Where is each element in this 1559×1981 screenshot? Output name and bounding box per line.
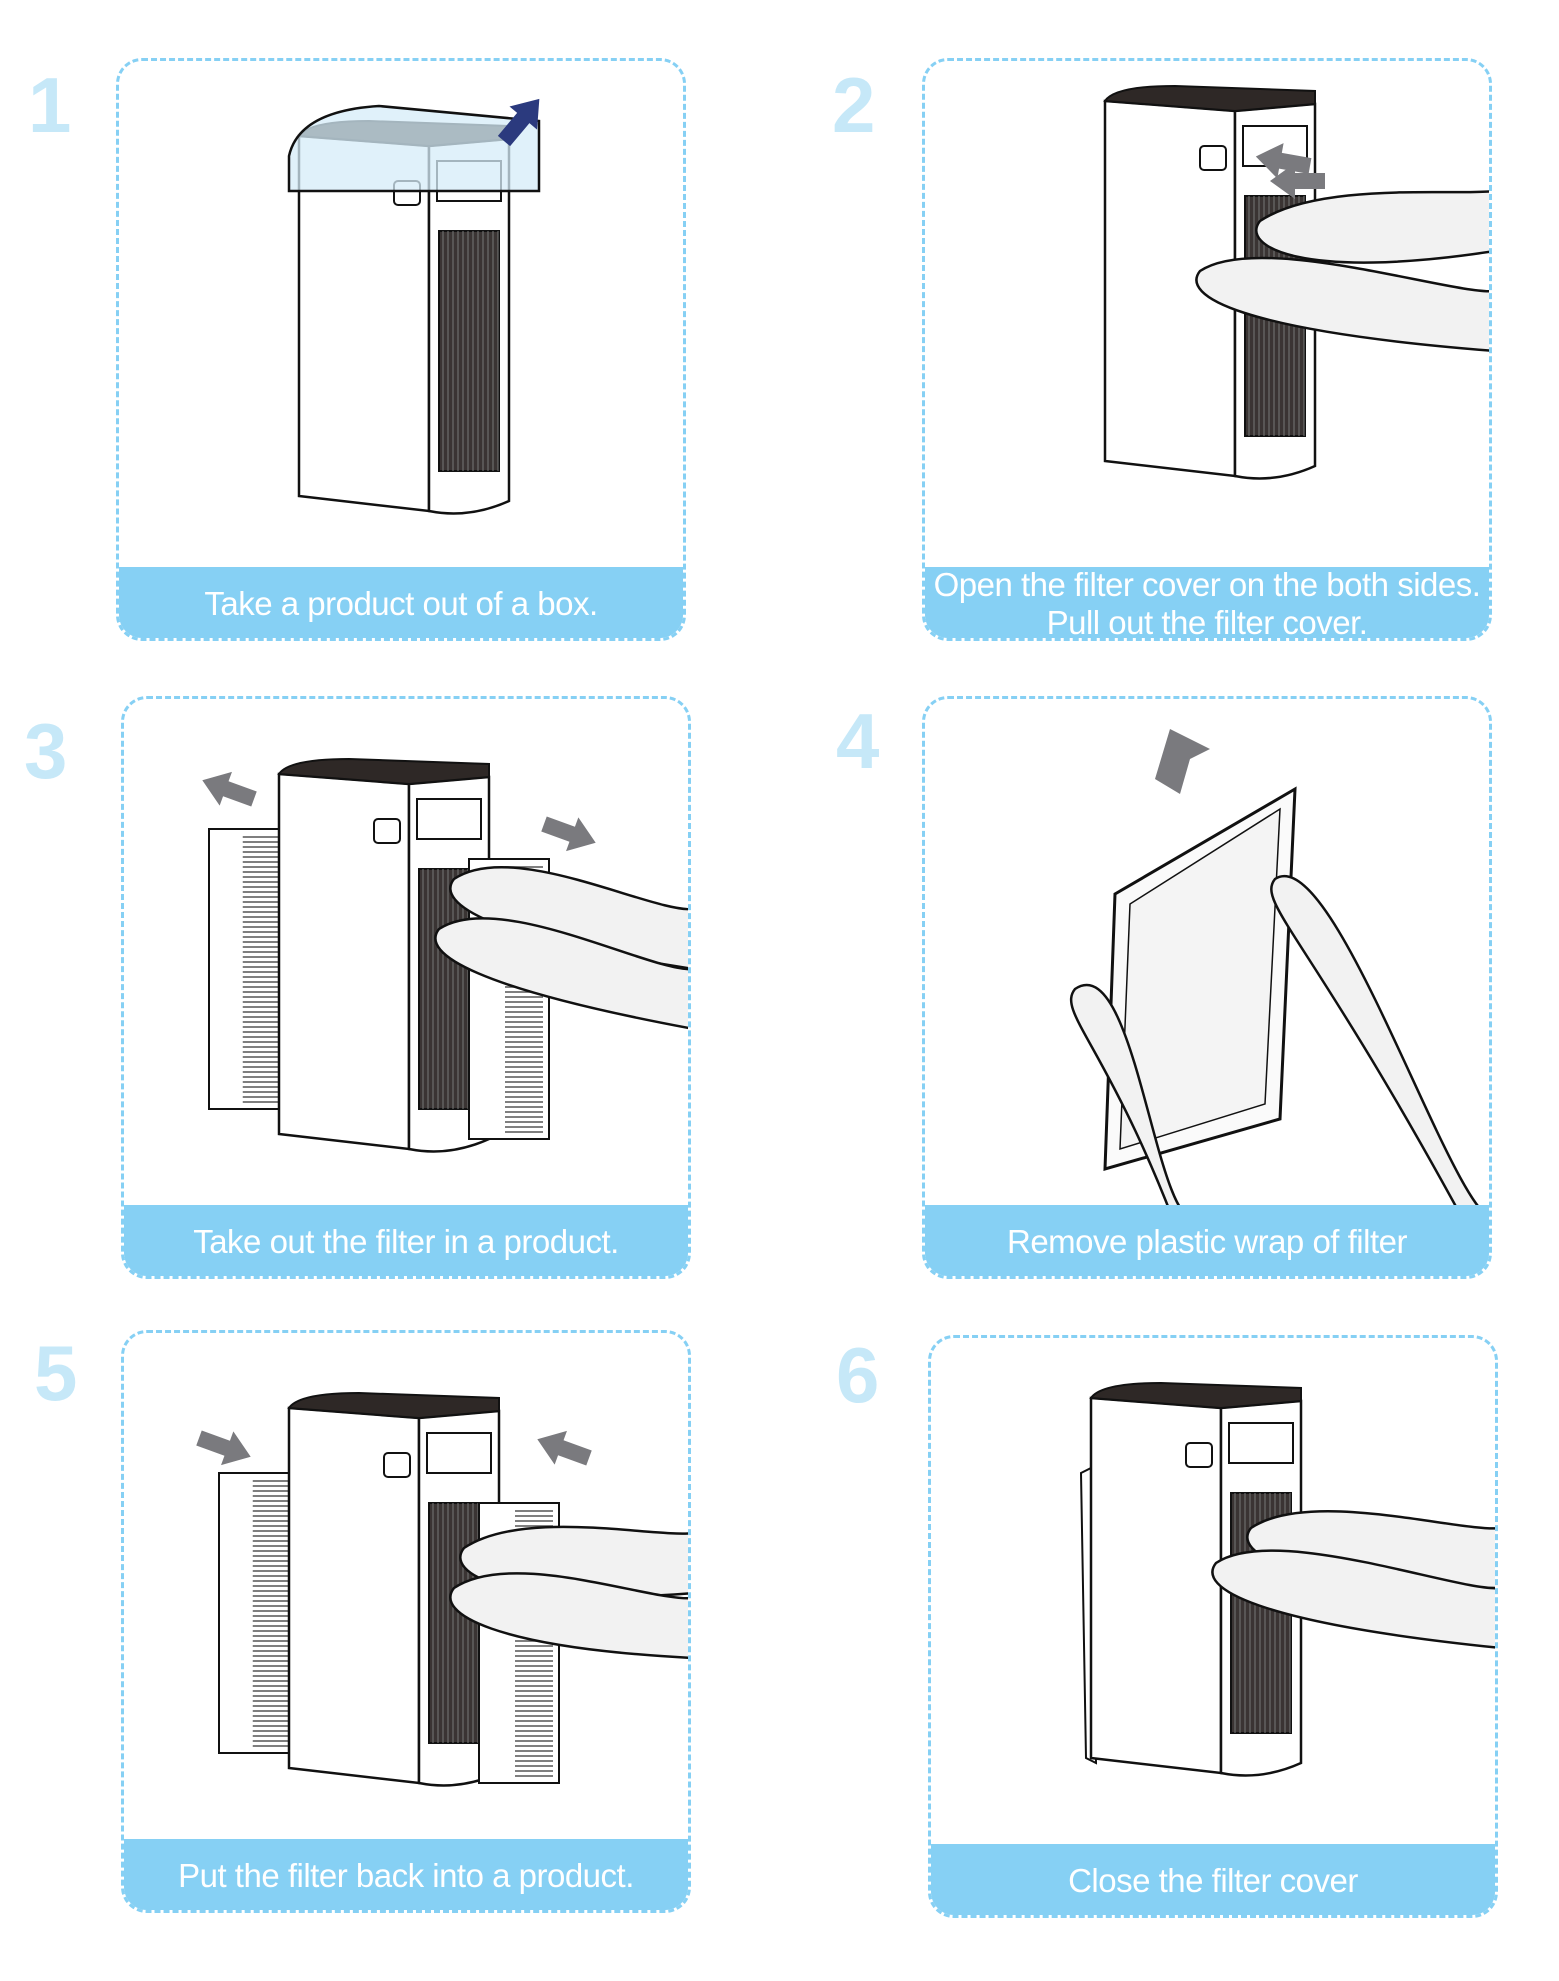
- arrow-icon: [541, 816, 596, 852]
- caption-line: Pull out the filter cover.: [1046, 604, 1368, 641]
- arrow-icon: [1270, 163, 1325, 199]
- hand-icon: [449, 1572, 688, 1659]
- hand-icon: [1270, 874, 1489, 1219]
- step-caption: Open the filter cover on the both sides.…: [925, 566, 1489, 641]
- caption-line: Open the filter cover on the both sides.: [933, 566, 1481, 603]
- arrow-icon: [537, 1430, 592, 1466]
- step-panel-2: Open the filter cover on the both sides.…: [922, 58, 1492, 641]
- arrow-icon: [196, 1430, 251, 1466]
- step-caption: Put the filter back into a product.: [124, 1839, 688, 1910]
- filter-grille: [438, 230, 500, 472]
- step-caption: Remove plastic wrap of filter: [925, 1205, 1489, 1276]
- arrow-icon: [1155, 729, 1210, 794]
- caption-line: Put the filter back into a product.: [178, 1857, 634, 1894]
- caption-line: Close the filter cover: [1068, 1862, 1358, 1899]
- box-lid: [287, 104, 541, 193]
- control-panel: [1228, 1422, 1294, 1464]
- display-panel: [383, 1452, 411, 1478]
- step-panel-5: Put the filter back into a product.: [121, 1330, 691, 1913]
- step-number-4: 4: [836, 697, 880, 785]
- purifier-top-vent: [287, 1391, 500, 1420]
- hand-icon: [434, 917, 688, 1030]
- purifier-side: [277, 772, 411, 1151]
- illustration-open-cover: [1103, 84, 1489, 480]
- step-number-3: 3: [24, 707, 68, 795]
- display-panel: [1185, 1442, 1213, 1468]
- step-panel-6: Close the filter cover: [928, 1335, 1498, 1918]
- step-panel-1: Take a product out of a box.: [116, 58, 686, 641]
- illustration-close-cover: [1079, 1381, 1495, 1777]
- display-panel: [373, 818, 401, 844]
- caption-line: Take out the filter in a product.: [193, 1223, 619, 1260]
- step-number-1: 1: [28, 61, 72, 149]
- step-caption: Take a product out of a box.: [119, 567, 683, 638]
- illustration-insert-filter: [196, 1391, 688, 1787]
- caption-line: Remove plastic wrap of filter: [1007, 1223, 1407, 1260]
- purifier-top-vent: [277, 757, 490, 786]
- step-panel-4: Remove plastic wrap of filter: [922, 696, 1492, 1279]
- arrow-icon: [1255, 143, 1312, 179]
- hand-icon: [1195, 256, 1489, 352]
- step-caption: Take out the filter in a product.: [124, 1205, 688, 1276]
- step-panel-3: Take out the filter in a product.: [121, 696, 691, 1279]
- step-number-2: 2: [832, 61, 876, 149]
- illustration-take-out-filter: [202, 757, 688, 1153]
- arrow-icon: [497, 98, 540, 147]
- illustration-remove-wrap: [1070, 729, 1489, 1219]
- illustration-remove-box: [287, 98, 541, 515]
- step-number-6: 6: [836, 1331, 880, 1419]
- hand-icon: [1070, 984, 1196, 1219]
- purifier-side: [287, 1406, 421, 1785]
- purifier-side: [1089, 1396, 1223, 1775]
- caption-line: Take a product out of a box.: [204, 585, 598, 622]
- control-panel: [426, 1432, 492, 1474]
- display-panel: [1199, 145, 1227, 171]
- step-number-5: 5: [34, 1329, 78, 1417]
- control-panel: [416, 798, 482, 840]
- arrow-icon: [202, 771, 257, 807]
- purifier-top-vent: [1089, 1381, 1302, 1410]
- hand-icon: [1255, 190, 1489, 264]
- purifier-top-vent: [1103, 84, 1316, 113]
- step-caption: Close the filter cover: [931, 1844, 1495, 1915]
- hand-icon: [1211, 1549, 1495, 1649]
